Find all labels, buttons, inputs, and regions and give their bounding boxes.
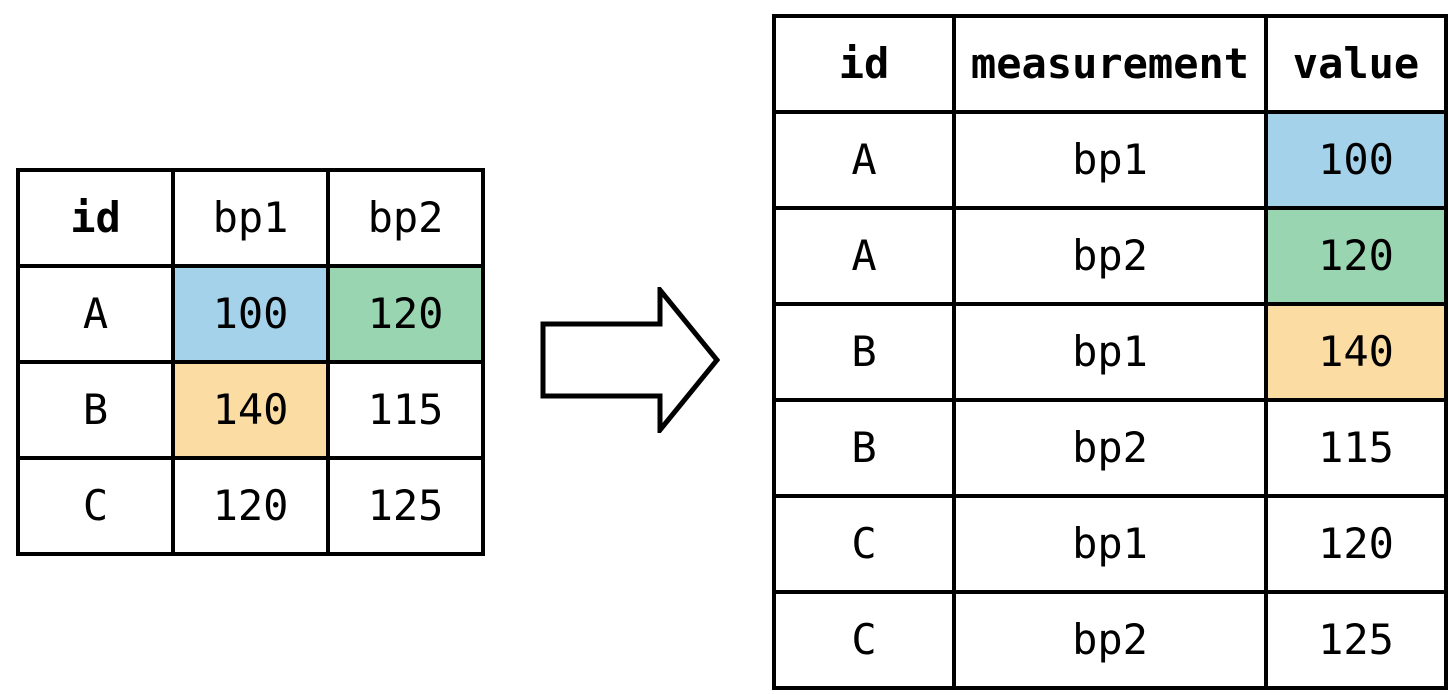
column-header-value: value	[1264, 14, 1448, 114]
column-header-measurement: measurement	[952, 14, 1268, 114]
table-cell: 125	[326, 456, 485, 556]
table-cell: bp2	[952, 206, 1268, 306]
table-cell: C	[772, 590, 956, 690]
table-cell-highlight-blue: 100	[171, 264, 330, 364]
column-header-bp2: bp2	[326, 168, 485, 268]
table-cell: 120	[1264, 494, 1448, 594]
column-header-bp1: bp1	[171, 168, 330, 268]
table-cell: A	[16, 264, 175, 364]
table-cell: B	[16, 360, 175, 460]
table-cell: bp2	[952, 590, 1268, 690]
table-cell-highlight-green: 120	[1264, 206, 1448, 306]
table-cell: bp2	[952, 398, 1268, 498]
table-cell: C	[772, 494, 956, 594]
table-cell: A	[772, 110, 956, 210]
table-cell: B	[772, 302, 956, 402]
column-header-id: id	[772, 14, 956, 114]
table-cell: C	[16, 456, 175, 556]
table-cell: 125	[1264, 590, 1448, 690]
table-cell: B	[772, 398, 956, 498]
column-header-id: id	[16, 168, 175, 268]
table-cell: bp1	[952, 110, 1268, 210]
table-cell-highlight-blue: 100	[1264, 110, 1448, 210]
table-cell: bp1	[952, 494, 1268, 594]
table-cell: 115	[326, 360, 485, 460]
table-cell-highlight-orange: 140	[171, 360, 330, 460]
table-cell-highlight-orange: 140	[1264, 302, 1448, 402]
transform-arrow-icon	[540, 287, 721, 433]
table-cell: 115	[1264, 398, 1448, 498]
table-cell: bp1	[952, 302, 1268, 402]
table-cell-highlight-green: 120	[326, 264, 485, 364]
table-cell: 120	[171, 456, 330, 556]
table-cell: A	[772, 206, 956, 306]
